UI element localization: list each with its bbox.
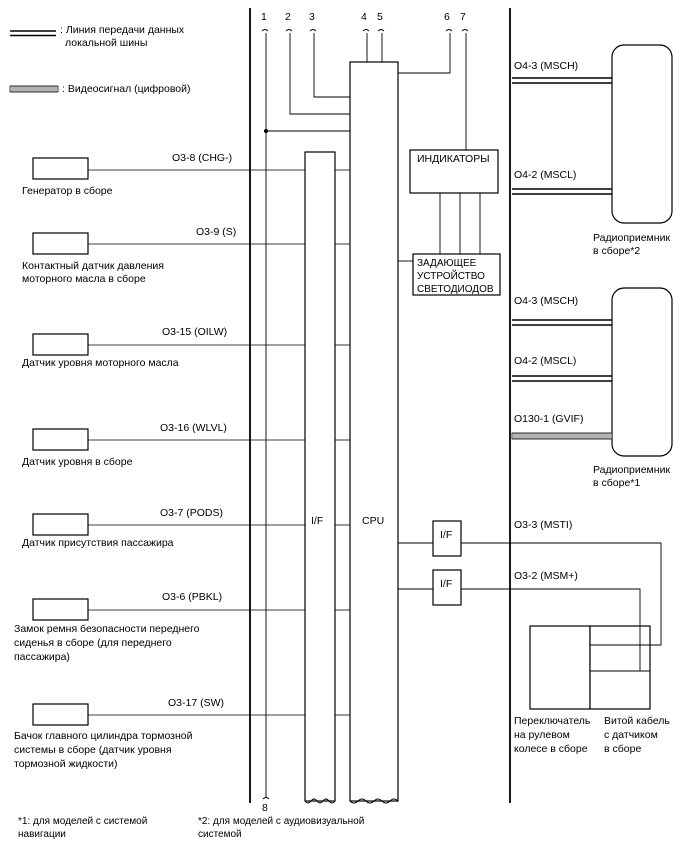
pin-sw: O3-17 (SW)	[168, 697, 224, 709]
legend-bus-label-2: локальной шины	[65, 37, 147, 49]
terminal-8: 8	[262, 802, 268, 814]
pin-mscl-a: O4-2 (MSCL)	[514, 169, 576, 181]
left-component-4: O3-7 (PODS) Датчик присутствия пассажира	[22, 507, 350, 549]
led-driver-label-1: ЗАДАЮЩЕЕ	[417, 258, 477, 269]
terminal-7: 7	[460, 11, 466, 23]
left-component-2: O3-15 (OILW) Датчик уровня моторного мас…	[22, 326, 350, 369]
if-1-label: I/F	[440, 529, 452, 541]
component-passenger-sensor: Датчик присутствия пассажира	[22, 537, 174, 549]
pin-msch-a: O4-3 (MSCH)	[514, 60, 578, 72]
radio-1-label-1: Радиоприемник	[593, 464, 670, 476]
component-oil-pressure-2: моторного масла в сборе	[22, 273, 146, 285]
component-buckle-3: пассажира)	[14, 651, 70, 663]
steering-wires: O3-3 (MSTI) O3-2 (MSM+)	[461, 519, 662, 672]
radio-2-label-1: Радиоприемник	[593, 232, 670, 244]
led-driver-label-3: СВЕТОДИОДОВ	[417, 284, 494, 295]
pin-wlvl: O3-16 (WLVL)	[160, 422, 227, 434]
pin-pods: O3-7 (PODS)	[160, 507, 223, 519]
bus-mschB: O4-3 (MSCH)	[512, 295, 612, 326]
terminal-numbers: 1 2 3 4 5 6 7 8	[261, 11, 466, 814]
legend-bus-label: : Линия передачи данных	[60, 24, 185, 36]
component-brake-3: тормозной жидкости)	[14, 758, 118, 770]
terminal-1: 1	[261, 11, 267, 23]
left-component-0: O3-8 (CHG-) Генератор в сборе	[22, 152, 350, 197]
terminal-2: 2	[285, 11, 291, 23]
left-component-3: O3-16 (WLVL) Датчик уровня в сборе	[22, 422, 350, 468]
footnote-1-line-1: *1: для моделей с системой	[18, 816, 147, 827]
cable-label-2: с датчиком	[604, 729, 658, 741]
radio-1-label-2: в сборе*1	[593, 477, 640, 489]
pin-msch-b: O4-3 (MSCH)	[514, 295, 578, 307]
terminal-4: 4	[361, 11, 367, 23]
terminal-3: 3	[309, 11, 315, 23]
led-driver-block: ЗАДАЮЩЕЕ УСТРОЙСТВО СВЕТОДИОДОВ	[412, 253, 501, 296]
pin-msti: O3-3 (MSTI)	[514, 519, 572, 531]
left-component-5: O3-6 (PBKL) Замок ремня безопасности пер…	[14, 591, 350, 663]
bottom-breaks	[304, 798, 399, 804]
left-component-6: O3-17 (SW) Бачок главного цилиндра тормо…	[14, 697, 350, 770]
pin-pbkl: O3-6 (PBKL)	[162, 591, 222, 603]
indicators-block: ИНДИКАТОРЫ	[409, 149, 499, 194]
meter-boundary	[249, 8, 511, 803]
left-component-1: O3-9 (S) Контактный датчик давления мото…	[22, 226, 350, 285]
switch-label-2: на рулевом	[514, 729, 570, 741]
component-buckle-1: Замок ремня безопасности переднего	[14, 623, 200, 635]
legend-video-label: : Видеосигнал (цифровой)	[62, 83, 191, 95]
bus-msclA: O4-2 (MSCL)	[512, 169, 612, 195]
pin-s: O3-9 (S)	[196, 226, 236, 238]
if-block-2: I/F	[432, 569, 462, 606]
footnote-1-line-2: навигации	[18, 829, 66, 840]
bus-msclB: O4-2 (MSCL)	[512, 355, 612, 382]
if-block-1: I/F	[432, 520, 462, 557]
cable-label-1: Витой кабель	[604, 715, 670, 727]
bus-mschA: O4-3 (MSCH)	[512, 60, 612, 84]
component-generator: Генератор в сборе	[22, 185, 113, 197]
footnote-2-line-1: *2: для моделей с аудиовизуальной	[198, 816, 364, 827]
pin-chg: O3-8 (CHG-)	[172, 152, 232, 164]
if-main-block: I/F	[304, 151, 336, 802]
internal-wiring	[264, 33, 481, 797]
cpu-label: CPU	[362, 515, 384, 527]
video-gvif: O130-1 (GVIF)	[511, 413, 613, 440]
radio-2-block: Радиоприемник в сборе*2	[593, 44, 673, 257]
terminal-6: 6	[444, 11, 450, 23]
component-level-sensor: Датчик уровня в сборе	[22, 456, 133, 468]
led-driver-label-2: УСТРОЙСТВО	[417, 269, 485, 282]
pin-msm: O3-2 (MSM+)	[514, 570, 578, 582]
terminal-5: 5	[377, 11, 383, 23]
switch-label-3: колесе в сборе	[514, 743, 588, 755]
cable-label-3: в сборе	[604, 743, 641, 755]
if-main-label: I/F	[311, 515, 323, 527]
if-2-label: I/F	[440, 578, 452, 590]
radio-1-block: Радиоприемник в сборе*1	[593, 287, 673, 489]
footnote-2-line-2: системой	[198, 829, 242, 840]
component-brake-1: Бачок главного цилиндра тормозной	[14, 730, 193, 742]
indicators-label: ИНДИКАТОРЫ	[417, 153, 490, 165]
radio-2-label-2: в сборе*2	[593, 245, 640, 257]
footnotes: *1: для моделей с системой навигации *2:…	[18, 816, 364, 840]
legend: : Линия передачи данных локальной шины :…	[9, 24, 191, 95]
component-oil-level: Датчик уровня моторного масла	[22, 357, 179, 369]
switch-label-1: Переключатель	[514, 715, 591, 727]
pin-mscl-b: O4-2 (MSCL)	[514, 355, 576, 367]
component-oil-pressure-1: Контактный датчик давления	[22, 260, 164, 272]
component-buckle-2: сиденья в сборе (для переднего	[14, 637, 172, 649]
terminal-ticks	[261, 29, 469, 800]
component-brake-2: системы в сборе (датчик уровня	[14, 744, 172, 756]
pin-gvif: O130-1 (GVIF)	[514, 413, 583, 425]
cpu-block: CPU	[349, 61, 399, 802]
pin-oilw: O3-15 (OILW)	[162, 326, 227, 338]
